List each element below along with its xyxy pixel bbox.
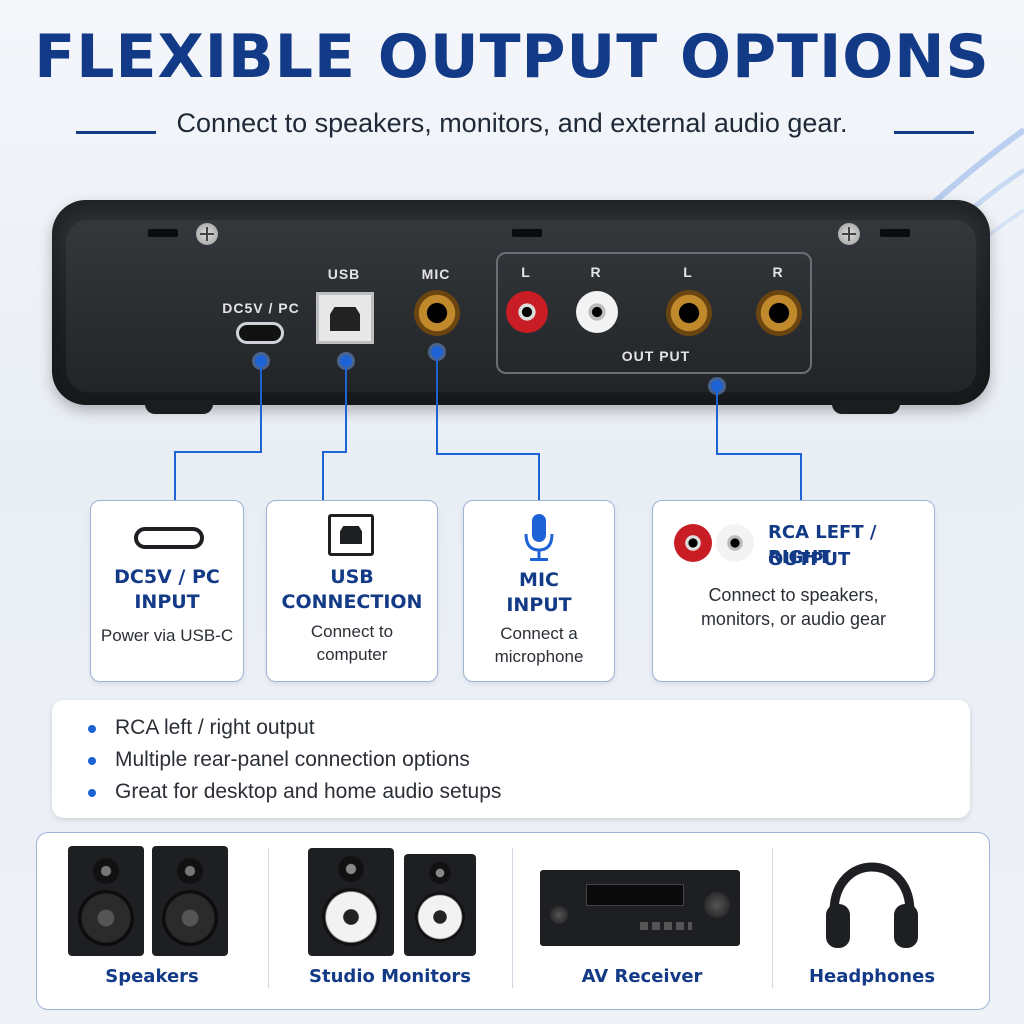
card-dc-text: Power via USB-C	[100, 626, 234, 645]
screw-icon	[196, 223, 218, 245]
callout-line	[538, 453, 540, 501]
feature-item: Multiple rear-panel connection options	[115, 748, 470, 771]
feature-item: Great for desktop and home audio setups	[115, 780, 502, 803]
divider	[268, 848, 269, 988]
page-subtitle: Connect to speakers, monitors, and exter…	[176, 108, 848, 138]
vent-slot	[880, 229, 910, 237]
usb-b-icon-socket	[340, 526, 362, 544]
callout-line	[322, 451, 324, 501]
callout-line	[716, 453, 802, 455]
mic-jack[interactable]	[414, 290, 460, 336]
page-title: FLEXIBLE OUTPUT OPTIONS	[34, 22, 990, 92]
title-rule-right	[894, 131, 974, 134]
av-receiver-icon	[540, 870, 740, 950]
feature-item: RCA left / right output	[115, 716, 315, 739]
card-mic-title-1: MIC	[519, 569, 559, 591]
divider	[512, 848, 513, 988]
card-rca-title-2: OUTPUT	[768, 549, 851, 570]
callout-line	[345, 362, 347, 452]
card-mic-text-2: microphone	[494, 647, 584, 666]
card-dc-title-2: INPUT	[134, 591, 200, 613]
vent-slot	[512, 229, 542, 237]
callout-line	[800, 453, 802, 501]
rca-white-icon	[716, 524, 754, 562]
usb-c-port[interactable]	[236, 322, 284, 344]
usb-b-port-socket	[330, 307, 360, 331]
label-speakers: Speakers	[105, 966, 199, 987]
callout-line	[174, 451, 262, 453]
callout-line	[716, 386, 718, 454]
output-panel-label: OUT PUT	[621, 348, 691, 364]
card-usb-text-2: computer	[316, 645, 388, 664]
screw-icon	[838, 223, 860, 245]
studio-monitors-icon	[308, 848, 478, 956]
card-usb-title-2: CONNECTION	[281, 591, 423, 613]
card-usb-text-1: Connect to	[310, 622, 394, 641]
bullet-icon	[88, 757, 96, 765]
card-dc-title-1: DC5V / PC	[114, 566, 220, 588]
device-foot	[145, 400, 213, 414]
divider	[772, 848, 773, 988]
title-rule-left	[76, 131, 156, 134]
device-foot	[832, 400, 900, 414]
usb-b-icon	[328, 514, 374, 556]
label-studio-monitors: Studio Monitors	[309, 966, 471, 987]
feature-list	[52, 700, 970, 818]
card-mic-title-2: INPUT	[506, 594, 572, 616]
label-headphones: Headphones	[808, 966, 936, 987]
callout-dot	[255, 355, 267, 367]
port-label-right: R	[590, 264, 602, 280]
callout-line	[260, 362, 262, 452]
rca-left-red-port[interactable]	[506, 291, 548, 333]
usb-b-port[interactable]	[316, 292, 374, 344]
port-label-right: R	[772, 264, 784, 280]
card-mic-text-1: Connect a	[500, 624, 578, 643]
card-usb-title-1: USB	[330, 566, 374, 588]
bullet-icon	[88, 725, 96, 733]
rca-red-icon	[674, 524, 712, 562]
callout-line	[174, 451, 176, 501]
callout-line	[436, 453, 540, 455]
card-rca-text-1: Connect to speakers,	[708, 585, 879, 605]
port-label-mic: MIC	[421, 266, 451, 282]
usb-c-icon	[134, 527, 204, 549]
output-jack-left[interactable]	[666, 290, 712, 336]
speakers-icon	[66, 846, 230, 956]
port-label-left: L	[521, 264, 531, 280]
port-label-left: L	[683, 264, 693, 280]
card-rca-title-1: RCA LEFT / RIGHT	[768, 522, 877, 568]
port-label-usb: USB	[327, 266, 361, 282]
headphones-icon	[826, 862, 918, 948]
callout-dot	[340, 355, 352, 367]
callout-line	[322, 451, 347, 453]
bullet-icon	[88, 789, 96, 797]
card-rca-text-2: monitors, or audio gear	[700, 609, 887, 629]
port-label-dc: DC5V / PC	[222, 300, 300, 316]
output-jack-right[interactable]	[756, 290, 802, 336]
microphone-icon	[524, 514, 554, 561]
vent-slot	[148, 229, 178, 237]
output-panel	[496, 252, 812, 374]
callout-line	[436, 352, 438, 454]
rca-right-white-port[interactable]	[576, 291, 618, 333]
label-av-receiver: AV Receiver	[581, 966, 703, 987]
